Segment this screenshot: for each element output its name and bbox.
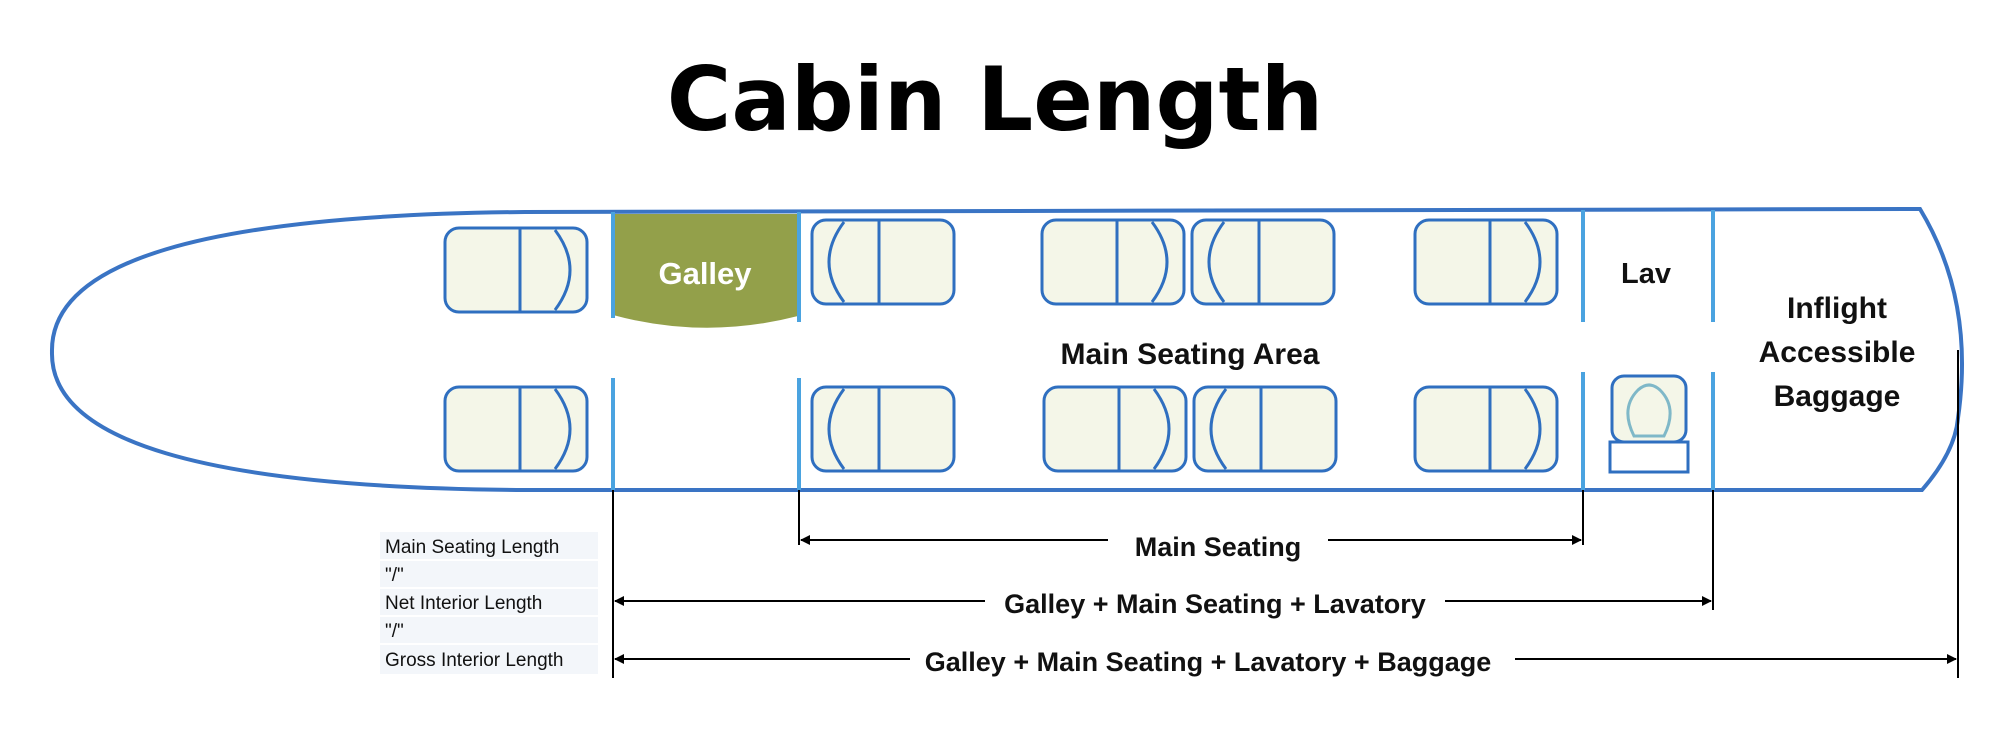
legend-separator: "/": [385, 621, 404, 642]
legend-net-interior-length: Net Interior Length: [385, 593, 542, 614]
page-title: Cabin Length: [667, 48, 1324, 151]
dimension-net-interior: Galley + Main Seating + Lavatory: [614, 589, 1712, 619]
dimension-main-seating: Main Seating: [800, 532, 1582, 562]
seat: [810, 218, 956, 306]
baggage-label-line3: Baggage: [1774, 380, 1901, 413]
baggage-label-line2: Accessible: [1759, 336, 1916, 369]
toilet-icon: [1608, 374, 1690, 474]
dimension-gross-interior: Galley + Main Seating + Lavatory + Bagga…: [614, 647, 1957, 677]
gross-interior-dimension-label: Galley + Main Seating + Lavatory + Bagga…: [925, 647, 1491, 677]
main-seating-dimension-label: Main Seating: [1135, 532, 1302, 562]
legend-separator: "/": [385, 565, 404, 586]
seat: [443, 385, 589, 473]
galley-area: [613, 214, 798, 328]
legend-main-seating-length: Main Seating Length: [385, 537, 559, 558]
baggage-label-line1: Inflight: [1787, 292, 1887, 325]
seat: [1413, 218, 1559, 306]
seat: [1040, 218, 1186, 306]
net-interior-dimension-label: Galley + Main Seating + Lavatory: [1004, 589, 1426, 619]
galley-label: Galley: [658, 256, 752, 291]
main-seating-area-label: Main Seating Area: [1061, 338, 1320, 371]
seat: [443, 226, 589, 314]
seat: [1192, 385, 1338, 473]
legend-gross-interior-length: Gross Interior Length: [385, 650, 563, 671]
length-legend: Main Seating Length "/" Net Interior Len…: [380, 532, 598, 674]
bulkheads: [611, 210, 1715, 490]
seat: [810, 385, 956, 473]
seat: [1190, 218, 1336, 306]
lav-label: Lav: [1621, 258, 1671, 290]
seat: [1413, 385, 1559, 473]
extension-lines: [612, 350, 1959, 678]
seat: [1042, 385, 1188, 473]
